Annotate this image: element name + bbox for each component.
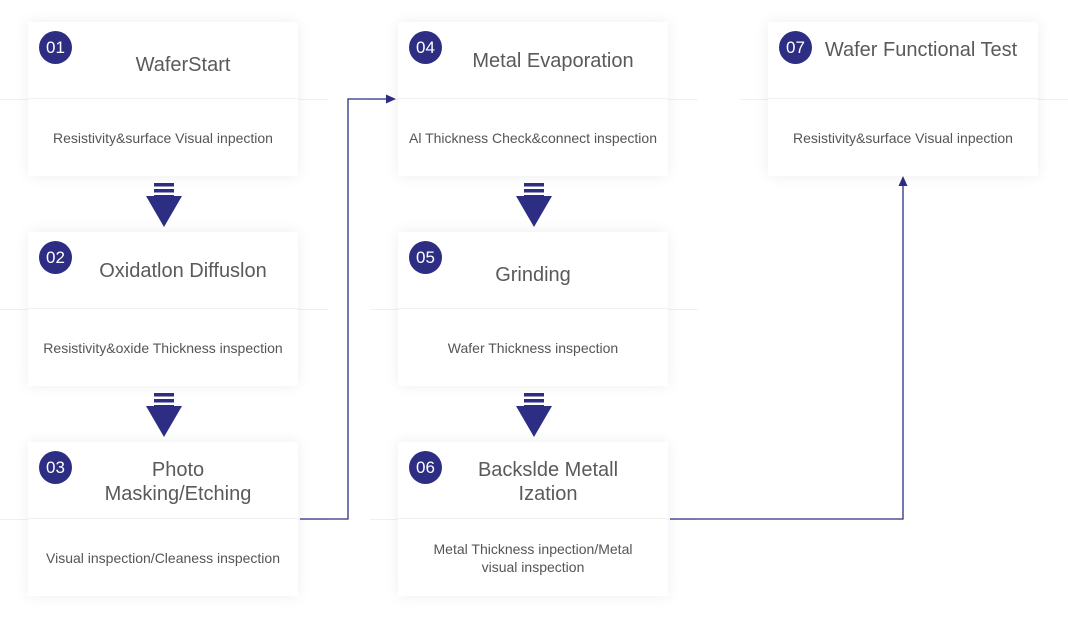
step-description: Al Thickness Check&connect inspection (409, 129, 657, 146)
step-description: Resistivity&oxide Thickness inspection (43, 339, 283, 356)
arrowhead-right-icon (386, 94, 396, 104)
step-description: Visual inspection/Cleaness inspection (46, 549, 280, 566)
step-card-02: 02 Oxidatlon Diffuslon Resistivity&oxide… (28, 232, 298, 386)
connector-03-to-04 (300, 94, 396, 520)
step-description: Resistivity&surface Visual inpection (793, 129, 1013, 146)
step-title: Photo Masking/Etching (104, 459, 252, 505)
step-description: Resistivity&surface Visual inpection (53, 129, 273, 146)
step-header: 04 Metal Evaporation (398, 22, 668, 99)
step-title: Wafer Functional Test (824, 39, 1018, 61)
step-header: 05 Grinding (398, 232, 668, 309)
step-header: 03 Photo Masking/Etching (28, 442, 298, 519)
step-title: WaferStart (135, 54, 231, 76)
step-number-badge: 03 (39, 451, 72, 484)
arrowhead-up-icon (898, 176, 908, 186)
step-header: 06 Backslde Metall Ization (398, 442, 668, 519)
step-title: Metal Evaporation (472, 50, 634, 72)
step-number-badge: 06 (409, 451, 442, 484)
down-arrow-icon (146, 393, 182, 437)
step-number-badge: 07 (779, 31, 812, 64)
step-header: 07 Wafer Functional Test (768, 22, 1038, 99)
down-arrow-icon (146, 183, 182, 227)
step-number-badge: 04 (409, 31, 442, 64)
step-number-badge: 05 (409, 241, 442, 274)
step-header: 02 Oxidatlon Diffuslon (28, 232, 298, 309)
down-arrow-icon (516, 393, 552, 437)
down-arrow-icon (516, 183, 552, 227)
step-card-04: 04 Metal Evaporation Al Thickness Check&… (398, 22, 668, 176)
step-title: Oxidatlon Diffuslon (99, 260, 267, 282)
step-card-07: 07 Wafer Functional Test Resistivity&sur… (768, 22, 1038, 176)
step-number-badge: 02 (39, 241, 72, 274)
step-description: Metal Thickness inpection/Metal visual i… (433, 540, 633, 575)
step-card-06: 06 Backslde Metall Ization Metal Thickne… (398, 442, 668, 596)
step-card-01: 01 WaferStart Resistivity&surface Visual… (28, 22, 298, 176)
step-header: 01 WaferStart (28, 22, 298, 99)
step-card-03: 03 Photo Masking/Etching Visual inspecti… (28, 442, 298, 596)
step-title: Backslde Metall Ization (477, 459, 619, 505)
step-description: Wafer Thickness inspection (447, 339, 619, 356)
connector-06-to-07 (670, 176, 908, 520)
step-card-05: 05 Grinding Wafer Thickness inspection (398, 232, 668, 386)
step-title: Grinding (495, 264, 571, 286)
step-number-badge: 01 (39, 31, 72, 64)
